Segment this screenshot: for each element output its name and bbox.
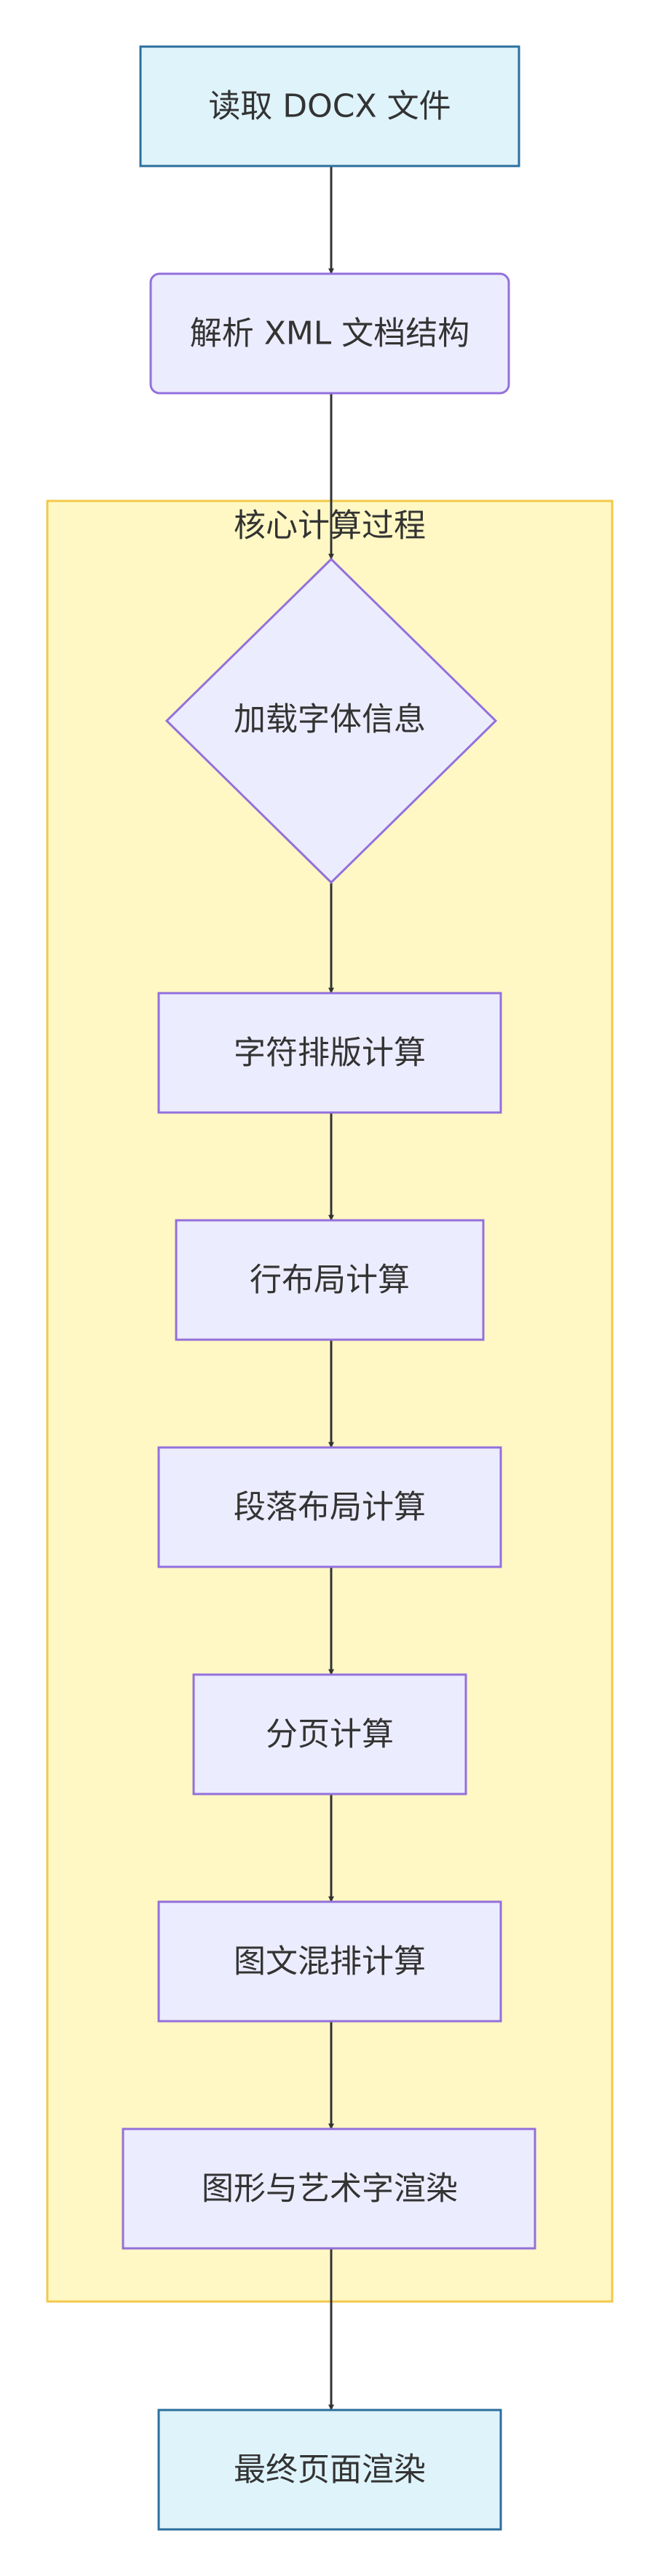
node-pagination-label: 分页计算 xyxy=(266,1716,394,1753)
node-final-render-box xyxy=(157,2409,502,2531)
node-load-font[interactable]: 加载字体信息 xyxy=(164,557,498,885)
node-read-docx[interactable]: 读取 DOCX 文件 xyxy=(139,45,520,167)
node-char-layout[interactable]: 字符排版计算 xyxy=(157,992,502,1114)
node-mixed-layout[interactable]: 图文混排计算 xyxy=(157,1900,502,2023)
node-line-layout-box xyxy=(175,1219,485,1341)
node-final-render-label: 最终页面渲染 xyxy=(234,2451,426,2489)
node-line-layout[interactable]: 行布局计算 xyxy=(175,1219,485,1341)
node-line-layout-label: 行布局计算 xyxy=(250,1262,410,1299)
node-load-font-diamond xyxy=(164,557,498,885)
node-mixed-layout-box xyxy=(157,1900,502,2023)
node-load-font-label: 加载字体信息 xyxy=(234,701,426,738)
node-graphics-render[interactable]: 图形与艺术字渲染 xyxy=(122,2127,536,2250)
node-pagination-box xyxy=(192,1673,467,1795)
node-parse-xml-box xyxy=(149,272,510,395)
node-para-layout-label: 段落布局计算 xyxy=(234,1489,426,1526)
node-parse-xml[interactable]: 解析 XML 文档结构 xyxy=(149,272,510,395)
node-para-layout[interactable]: 段落布局计算 xyxy=(157,1446,502,1568)
node-graphics-render-box xyxy=(122,2127,536,2250)
node-graphics-render-label: 图形与艺术字渲染 xyxy=(202,2170,458,2208)
node-parse-xml-label: 解析 XML 文档结构 xyxy=(190,315,470,352)
node-char-layout-box xyxy=(157,992,502,1114)
cluster-label: 核心计算过程 xyxy=(234,507,426,545)
node-final-render[interactable]: 最终页面渲染 xyxy=(157,2409,502,2531)
node-para-layout-box xyxy=(157,1446,502,1568)
node-pagination[interactable]: 分页计算 xyxy=(192,1673,467,1795)
node-char-layout-label: 字符排版计算 xyxy=(234,1035,426,1072)
node-mixed-layout-label: 图文混排计算 xyxy=(234,1943,426,1980)
node-read-docx-label: 读取 DOCX 文件 xyxy=(208,88,451,125)
node-read-docx-box xyxy=(139,45,520,167)
